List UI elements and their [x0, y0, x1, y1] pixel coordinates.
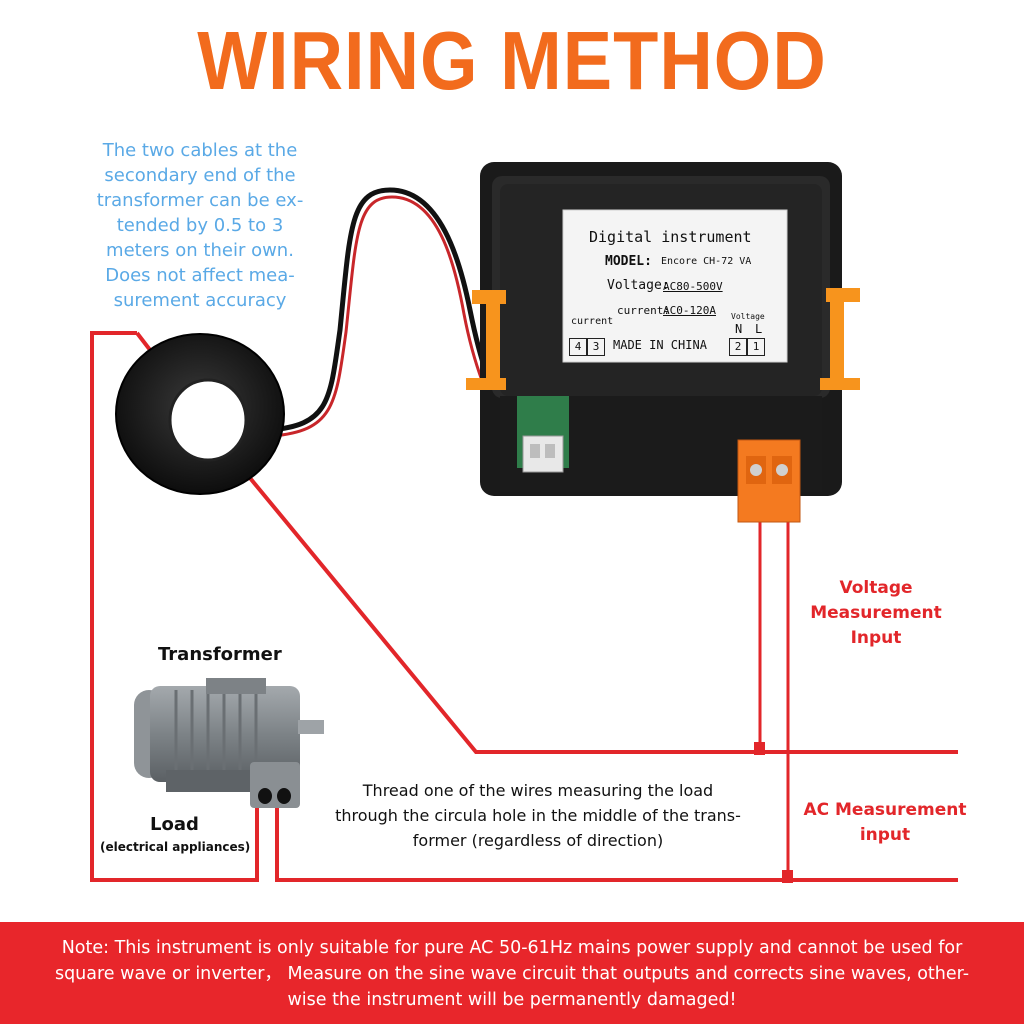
voltage-input-line: Input — [850, 628, 902, 648]
cable-extension-note: The two cables at the secondary end of t… — [78, 138, 322, 313]
thread-line: through the circula hole in the middle o… — [335, 806, 741, 825]
terminal-4: 4 — [569, 338, 587, 356]
ac-input-line: AC Measurement — [803, 800, 967, 820]
label-model-key: MODEL: — [605, 254, 652, 269]
note-line: surement accuracy — [113, 290, 287, 311]
label-n: N — [735, 322, 743, 336]
current-transformer-ring — [115, 333, 285, 495]
ac-input-label: AC Measurement input — [800, 798, 970, 848]
wire-load-right — [275, 806, 958, 882]
label-made-in: MADE IN CHINA — [613, 338, 707, 352]
note-line: meters on their own. — [106, 240, 294, 261]
thread-instruction: Thread one of the wires measuring the lo… — [310, 778, 766, 853]
transformer-label: Transformer — [158, 644, 282, 665]
ac-input-line: input — [859, 825, 911, 845]
voltage-input-line: Measurement — [810, 603, 942, 623]
page-title: WIRING METHOD — [197, 14, 827, 107]
label-model-value: Encore CH-72 VA — [661, 256, 752, 267]
thread-line: Thread one of the wires measuring the lo… — [362, 781, 714, 800]
label-title: Digital instrument — [589, 228, 752, 246]
label-l: L — [755, 322, 763, 336]
note-line: secondary end of the — [104, 165, 296, 186]
mounting-clip-right — [820, 288, 860, 390]
note-line: Does not affect mea- — [105, 265, 295, 286]
label-voltage-key: Voltage: — [607, 278, 670, 293]
motor-illustration — [134, 678, 324, 808]
label-voltage-value: AC80-500V — [663, 280, 723, 293]
voltage-terminal-block — [737, 439, 801, 523]
terminal-1: 1 — [747, 338, 765, 356]
junction-l — [782, 870, 793, 883]
voltage-input-line: Voltage — [839, 578, 913, 598]
secondary-cable — [267, 187, 528, 458]
terminal-3: 3 — [587, 338, 605, 356]
footer-banner — [0, 922, 1024, 1024]
load-sub-label: (electrical appliances) — [100, 840, 251, 854]
voltage-input-label: Voltage Measurement Input — [796, 576, 956, 651]
load-label: Load — [150, 814, 199, 835]
footer-line: wise the instrument will be permanently … — [287, 990, 737, 1010]
note-line: The two cables at the — [102, 140, 298, 161]
label-voltage-small: Voltage — [731, 312, 765, 321]
thread-line: former (regardless of direction) — [412, 831, 664, 850]
footer-line: square wave or inverter， Measure on the … — [54, 964, 970, 984]
label-current-value: AC0-120A — [663, 304, 716, 317]
footer-line: Note: This instrument is only suitable f… — [61, 938, 963, 958]
footer-warning: Note: This instrument is only suitable f… — [0, 935, 1024, 1013]
wire-left-loop — [90, 331, 259, 882]
note-line: tended by 0.5 to 3 — [116, 215, 284, 236]
junction-n — [754, 742, 765, 755]
terminal-2: 2 — [729, 338, 747, 356]
label-current-small: current — [571, 316, 614, 327]
mounting-clip-left — [466, 290, 506, 390]
device-label-plate: Digital instrument MODEL: Encore CH-72 V… — [563, 210, 787, 362]
label-current-key: current: — [617, 304, 670, 317]
digital-instrument — [466, 162, 860, 523]
note-line: transformer can be ex- — [96, 190, 304, 211]
